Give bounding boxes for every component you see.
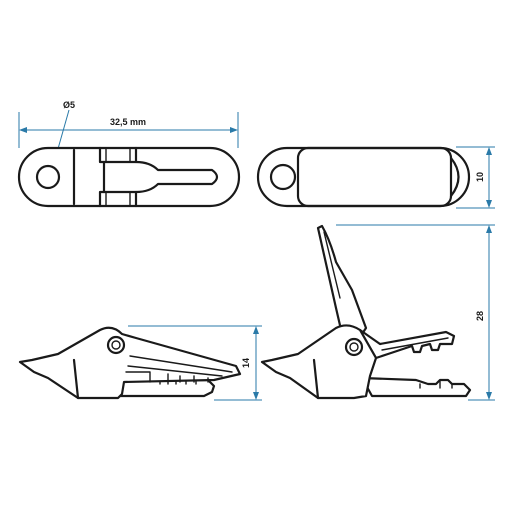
clip-side-view-closed: 14 [18, 325, 262, 401]
clip-top-view: 32,5 mm Ø5 [17, 100, 241, 208]
clip-side-view-open: 28 [260, 224, 495, 401]
height-label: 10 [475, 172, 485, 182]
length-label: 32,5 mm [110, 117, 146, 127]
open-height-dimension: 28 [336, 224, 495, 401]
hole-diameter-label: Ø5 [63, 100, 75, 110]
clip-bottom-view: 10 [256, 146, 495, 209]
height-dimension: 10 [456, 146, 495, 209]
closed-height-dimension: 14 [128, 325, 262, 401]
length-dimension: 32,5 mm [18, 112, 239, 148]
closed-height-label: 14 [241, 358, 251, 368]
open-height-label: 28 [475, 311, 485, 321]
